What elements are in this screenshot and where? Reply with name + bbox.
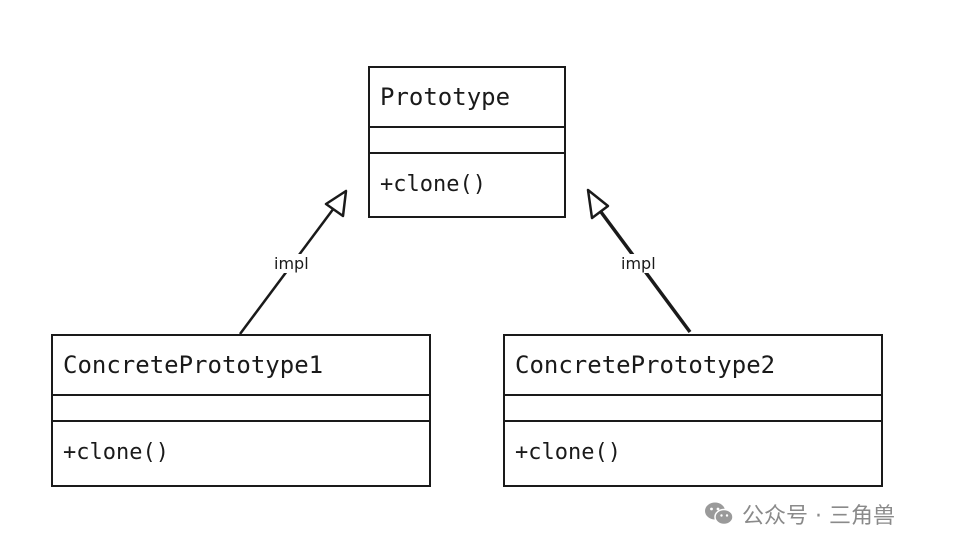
class-box-concrete-prototype-2[interactable]: ConcretePrototype2 +clone() bbox=[503, 334, 883, 487]
operation-label: +clone() bbox=[515, 439, 621, 465]
wechat-icon bbox=[704, 501, 734, 527]
edge-label-right: impl bbox=[619, 254, 658, 273]
attributes-compartment bbox=[370, 128, 564, 154]
watermark-text: 公众号 · 三角兽 bbox=[742, 504, 895, 529]
class-name: Prototype bbox=[370, 68, 564, 128]
arrowhead-right bbox=[586, 188, 610, 220]
attributes-compartment bbox=[53, 396, 429, 422]
watermark: 公众号 · 三角兽 bbox=[704, 498, 895, 530]
operation-label: +clone() bbox=[63, 439, 169, 465]
class-box-prototype[interactable]: Prototype +clone() bbox=[368, 66, 566, 218]
operation-label: +clone() bbox=[380, 171, 486, 197]
class-box-concrete-prototype-1[interactable]: ConcretePrototype1 +clone() bbox=[51, 334, 431, 487]
class-name: ConcretePrototype1 bbox=[53, 336, 429, 396]
attributes-compartment bbox=[505, 396, 881, 422]
class-name: ConcretePrototype2 bbox=[505, 336, 881, 396]
arrowhead-left bbox=[324, 189, 348, 218]
edge-label-left: impl bbox=[272, 254, 311, 273]
